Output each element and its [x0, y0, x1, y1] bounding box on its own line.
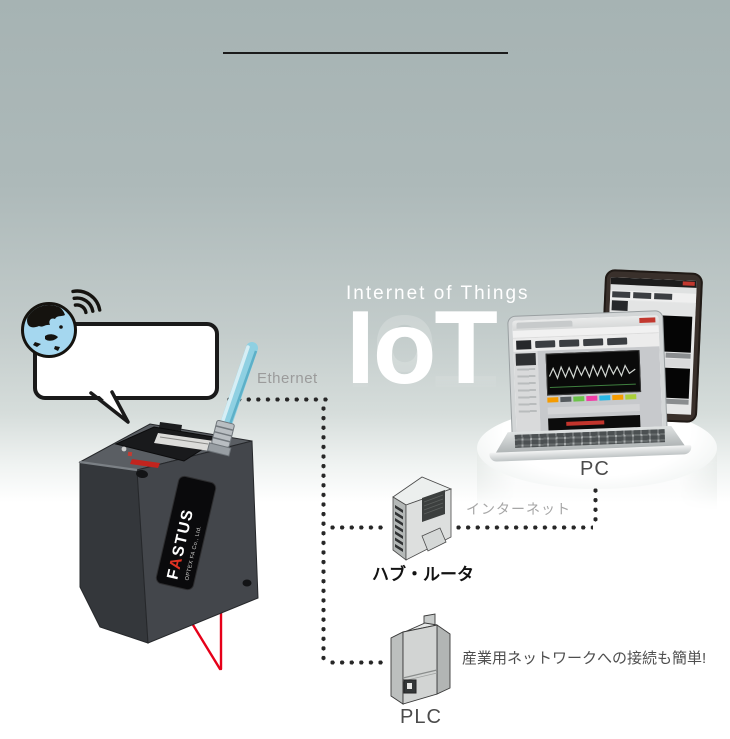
app-sidebar	[513, 350, 541, 437]
globe-icon	[21, 302, 77, 358]
laptop-screen	[508, 311, 667, 441]
top-divider-line	[223, 52, 508, 54]
globe-bubble-group	[21, 289, 219, 424]
industrial-network-note: 産業用ネットワークへの接続も簡単!	[462, 650, 707, 667]
laptop-waveform-chart	[545, 349, 642, 396]
iot-title-reflection: IoT	[346, 293, 496, 409]
plc-label: PLC	[400, 706, 442, 728]
sensor-device: FASTUS OPTEX FA Co., Ltd.	[78, 422, 259, 671]
speech-bubble	[33, 322, 219, 424]
ethernet-cable	[206, 342, 258, 457]
ethernet-label: Ethernet	[257, 370, 318, 387]
dotted-line-main-vertical	[321, 406, 326, 662]
hub-router-label: ハブ・ルータ	[372, 565, 474, 584]
laser-beam-icon	[188, 601, 223, 671]
plc-device	[390, 613, 451, 705]
iot-subtitle: Internet of Things	[346, 283, 530, 304]
iot-watermark: Internet of Things IoT	[346, 283, 530, 406]
hub-router-device	[392, 476, 453, 561]
wifi-signal-icon	[71, 289, 102, 315]
dotted-line-to-plc	[330, 660, 383, 665]
dotted-line-hub-to-pc	[456, 525, 593, 530]
iot-title: IoT	[346, 290, 498, 406]
cable-connector	[206, 419, 235, 457]
laptop	[489, 311, 692, 470]
dotted-line-ethernet	[227, 397, 328, 402]
dotted-line-to-hub	[330, 525, 387, 530]
internet-label: インターネット	[466, 501, 571, 517]
pc-label: PC	[580, 458, 610, 480]
dotted-line-pc-drop	[593, 488, 598, 526]
